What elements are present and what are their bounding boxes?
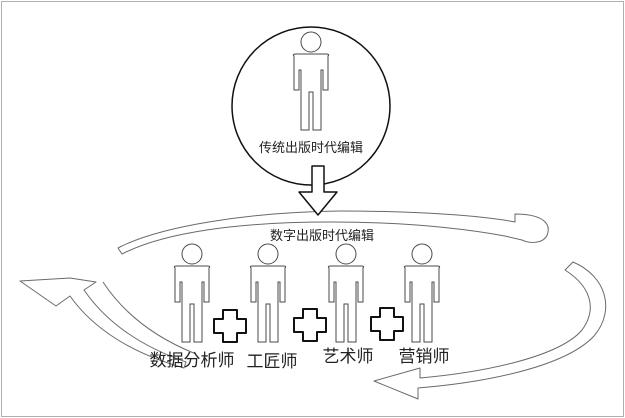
role-label-marketer: 营销师 [399, 347, 450, 367]
plus-icon [370, 307, 404, 341]
artist-person-icon [327, 243, 365, 343]
role-label-artist: 艺术师 [323, 347, 374, 367]
role-label-craftsman: 工匠师 [247, 352, 298, 372]
digital-editor-label: 数字出版时代编辑 [270, 229, 374, 244]
traditional-editor-circle [231, 26, 391, 186]
loop-top-arc [117, 210, 549, 255]
loop-left-arrow [19, 277, 187, 369]
plus-icon [293, 308, 327, 342]
loop-left-inner [102, 281, 197, 355]
plus-signs [213, 307, 404, 343]
loop-right-arrow [373, 261, 607, 400]
plus-icon [213, 309, 247, 343]
data-analyst-person-icon [173, 243, 211, 343]
marketer-person-icon [403, 243, 441, 343]
cycle-loop [19, 210, 607, 400]
role-label-data-analyst: 数据分析师 [150, 351, 235, 371]
traditional-editor-label: 传统出版时代编辑 [259, 141, 363, 156]
down-arrow-icon [298, 165, 338, 216]
craftsman-person-icon [249, 243, 287, 343]
